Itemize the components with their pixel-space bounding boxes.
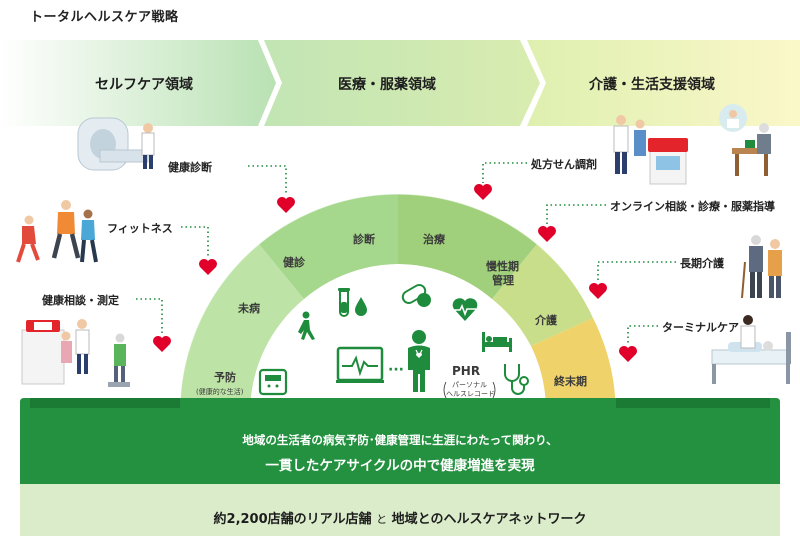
domain-label-care: 介護・生活支援領域 <box>589 77 715 93</box>
pills-icon <box>401 284 431 307</box>
domain-label-medical: 医療・服薬領域 <box>338 77 436 93</box>
callout-kenko-shindan: 健康診断 <box>168 161 212 174</box>
band-text-line2: 一貫したケアサイクルの中で健康増進を実現 <box>265 458 535 474</box>
phr-label: PHR <box>452 364 480 378</box>
leader-kenko-sodan <box>136 298 163 335</box>
heart-icon <box>277 196 295 213</box>
stage-manseiki: 慢性期 <box>486 259 519 273</box>
page-title: トータルヘルスケア戦略 <box>30 10 179 25</box>
stage-yobo: 予防 <box>214 370 236 384</box>
footer-text-part1: 約2,200店舗のリアル店舗 <box>213 512 372 527</box>
callout-shohosen: 処方せん調剤 <box>531 158 597 171</box>
test-tube-icon <box>338 288 350 317</box>
phr-note-2: ヘルスレコード <box>446 390 495 398</box>
stage-kanri: 管理 <box>492 273 514 287</box>
stage-shumatsuki: 終末期 <box>554 374 587 388</box>
drop-icon <box>355 297 367 316</box>
leader-online <box>546 204 606 225</box>
stage-yobo-note: (健康的な生活) <box>196 387 244 396</box>
domain-arrow-selfcare <box>0 40 276 126</box>
band-text-line1: 地域の生活者の病気予防･健康管理に生涯にわたって関わり、 <box>242 433 558 447</box>
arc-segment-top <box>398 193 537 299</box>
footer-text-part2: と <box>376 513 388 526</box>
footer-text: 約2,200店舗のリアル店舗 と 地域とのヘルスケアネットワーク <box>0 508 800 527</box>
heart-icon <box>589 283 607 299</box>
callout-kenko-sodan: 健康相談・測定 <box>42 294 119 307</box>
heart-icon <box>474 183 492 200</box>
arc-segment-left <box>179 244 304 412</box>
stage-shindan: 診断 <box>353 232 375 246</box>
callout-choki-kaigo: 長期介護 <box>680 257 724 270</box>
stage-chiryo: 治療 <box>423 232 446 246</box>
heart-icon <box>153 335 172 352</box>
doctor-icon <box>408 330 430 392</box>
domain-arrow-medical <box>264 40 540 126</box>
stethoscope-icon <box>504 364 529 395</box>
scale-icon <box>258 368 288 396</box>
leader-shohosen <box>482 162 527 183</box>
heart-icon <box>199 259 217 275</box>
stage-kenshin: 健診 <box>283 255 306 269</box>
domain-label-selfcare: セルフケア領域 <box>95 77 193 93</box>
callout-online: オンライン相談・診療・服薬指導 <box>610 200 775 213</box>
footer-band <box>20 484 780 536</box>
pharmacy-consult-illustration <box>21 319 130 387</box>
terminal-care-illustration <box>711 315 791 384</box>
callout-fitness: フィットネス <box>107 222 173 235</box>
stage-kaigo: 介護 <box>534 313 558 327</box>
heart-icon <box>619 345 637 362</box>
leader-terminal <box>627 325 658 345</box>
leader-choki-kaigo <box>597 261 676 282</box>
long-term-care-illustration <box>741 235 782 299</box>
green-band <box>20 398 780 484</box>
leader-fitness <box>181 226 209 258</box>
leader-kenko-shindan <box>248 165 287 195</box>
footer-text-part3: 地域とのヘルスケアネットワーク <box>391 512 587 527</box>
heart-icon <box>538 226 556 242</box>
dots-connector: ··· <box>388 362 404 378</box>
arc-segment-end <box>531 318 616 412</box>
dispensing-illustration <box>613 115 688 185</box>
walking-person-icon <box>298 311 315 340</box>
heart-pulse-icon <box>452 298 478 321</box>
phr-note-1: パーソナル <box>452 381 487 389</box>
stage-mibyo: 未病 <box>237 301 260 315</box>
fitness-illustration <box>16 200 98 263</box>
mri-scanner-illustration <box>77 117 155 171</box>
hospital-bed-icon <box>482 332 512 352</box>
online-consult-illustration <box>719 104 771 176</box>
monitor-icon <box>336 346 384 383</box>
callout-terminal: ターミナルケア <box>662 321 739 334</box>
arc-segment-topleft <box>259 193 398 299</box>
arc-segment-right <box>492 244 593 346</box>
